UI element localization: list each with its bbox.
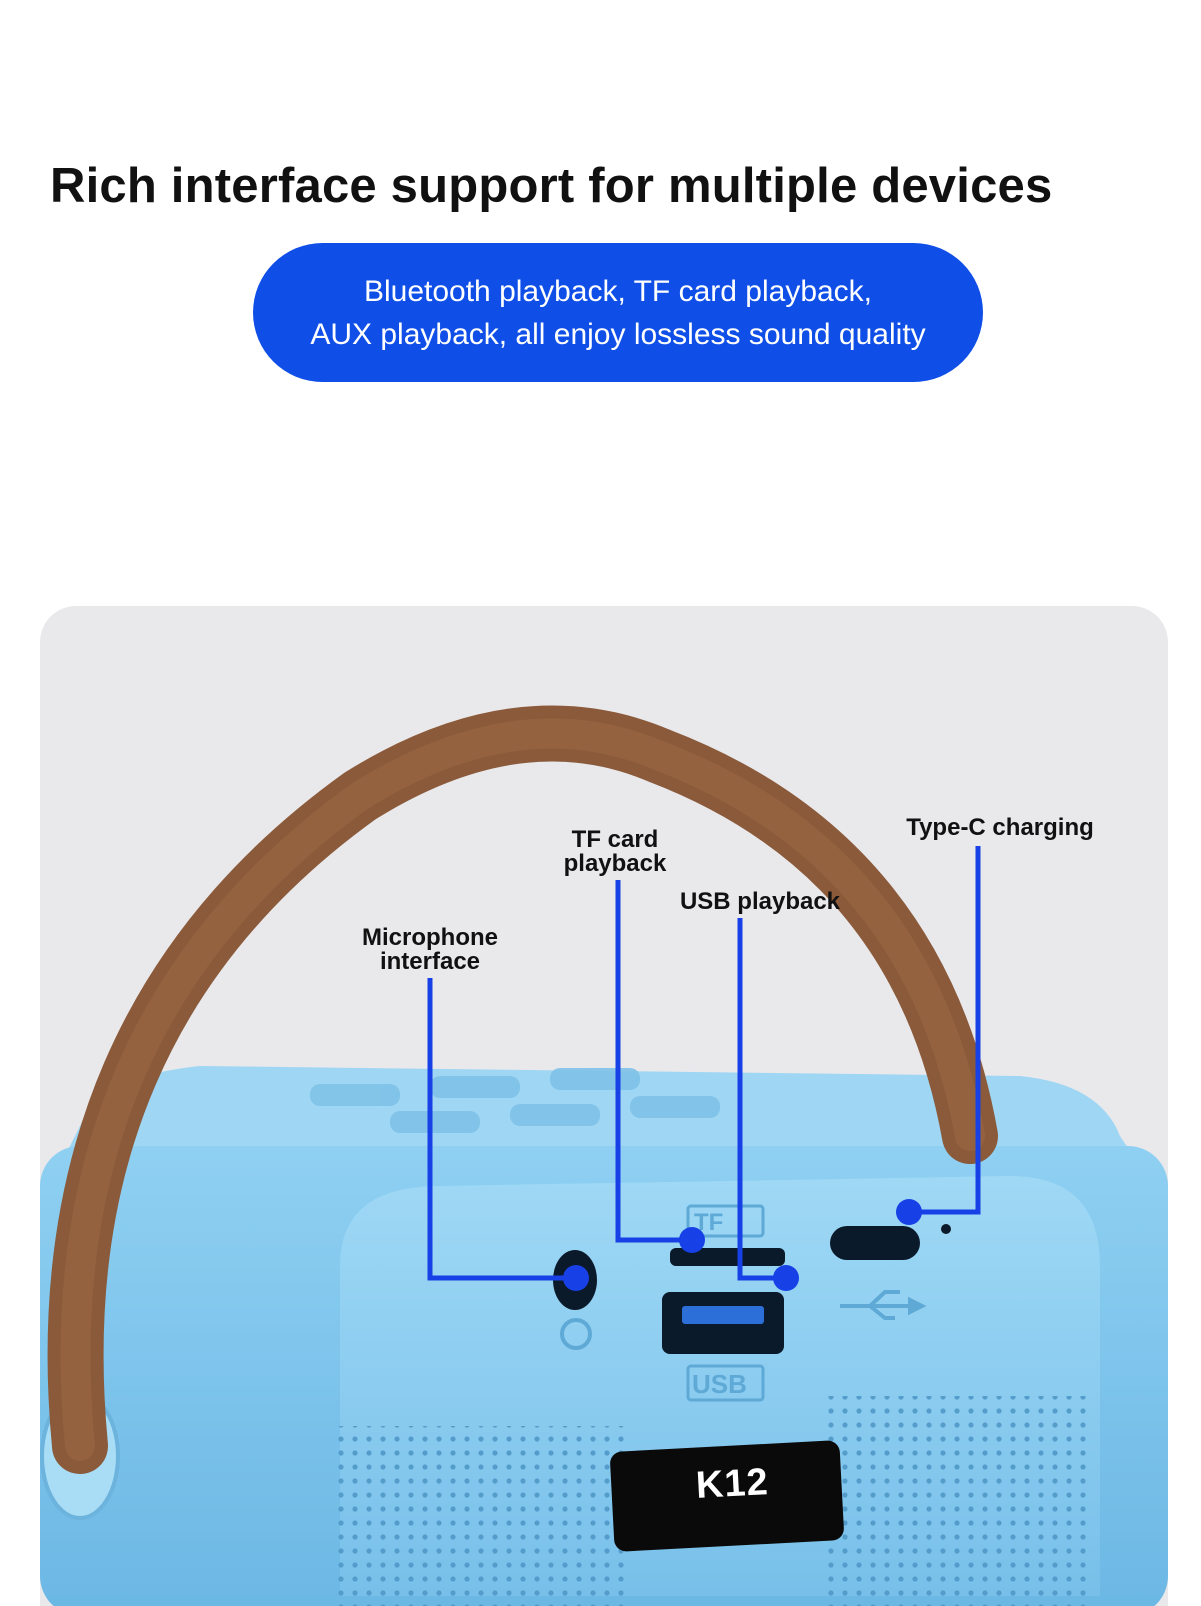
indicator-light — [941, 1224, 951, 1234]
headline: Rich interface support for multiple devi… — [50, 159, 1053, 213]
tf-slot — [670, 1248, 785, 1266]
feature-banner: Bluetooth playback, TF card playback, AU… — [253, 243, 983, 382]
top-buttons — [310, 1068, 720, 1133]
product-photo: TF USB — [40, 606, 1168, 1606]
usb-symbol-icon — [840, 1290, 927, 1320]
usb-marker — [773, 1265, 799, 1291]
display-label: K12 — [694, 1461, 770, 1507]
callout-usb: USB playback — [679, 888, 841, 915]
tf-marker — [679, 1227, 705, 1253]
callout-tf-card: TF card playback — [540, 828, 690, 876]
typec-leader-line — [910, 846, 981, 1215]
microphone-leader-line — [427, 978, 575, 1281]
display-screen — [610, 1440, 844, 1552]
feature-banner-line-2: AUX playback, all enjoy lossless sound q… — [310, 317, 926, 351]
tf-leader-line — [615, 880, 690, 1243]
speaker-grill-right — [820, 1396, 1090, 1606]
typec-marker — [896, 1199, 922, 1225]
usb-leader-line — [737, 918, 785, 1281]
speaker-grill-left — [330, 1426, 630, 1606]
usb-label-box — [686, 1364, 765, 1402]
usb-port-label: USB — [692, 1369, 747, 1399]
feature-banner-line-1: Bluetooth playback, TF card playback, — [363, 274, 873, 308]
callout-microphone: Microphone interface — [350, 926, 510, 974]
microphone-marker — [563, 1265, 589, 1291]
typec-port — [830, 1226, 920, 1260]
callout-microphone-line-2: interface — [379, 948, 481, 975]
speaker-illustration: TF USB — [40, 705, 1168, 1606]
callout-tf-line-2: playback — [563, 850, 667, 877]
callout-typec: Type-C charging — [906, 814, 1094, 841]
callout-tf-line-1: TF card — [571, 826, 659, 853]
callout-microphone-line-1: Microphone — [362, 924, 498, 951]
tf-label-box — [686, 1204, 765, 1238]
headphone-icon — [560, 1318, 592, 1350]
carry-strap — [47, 705, 998, 1474]
